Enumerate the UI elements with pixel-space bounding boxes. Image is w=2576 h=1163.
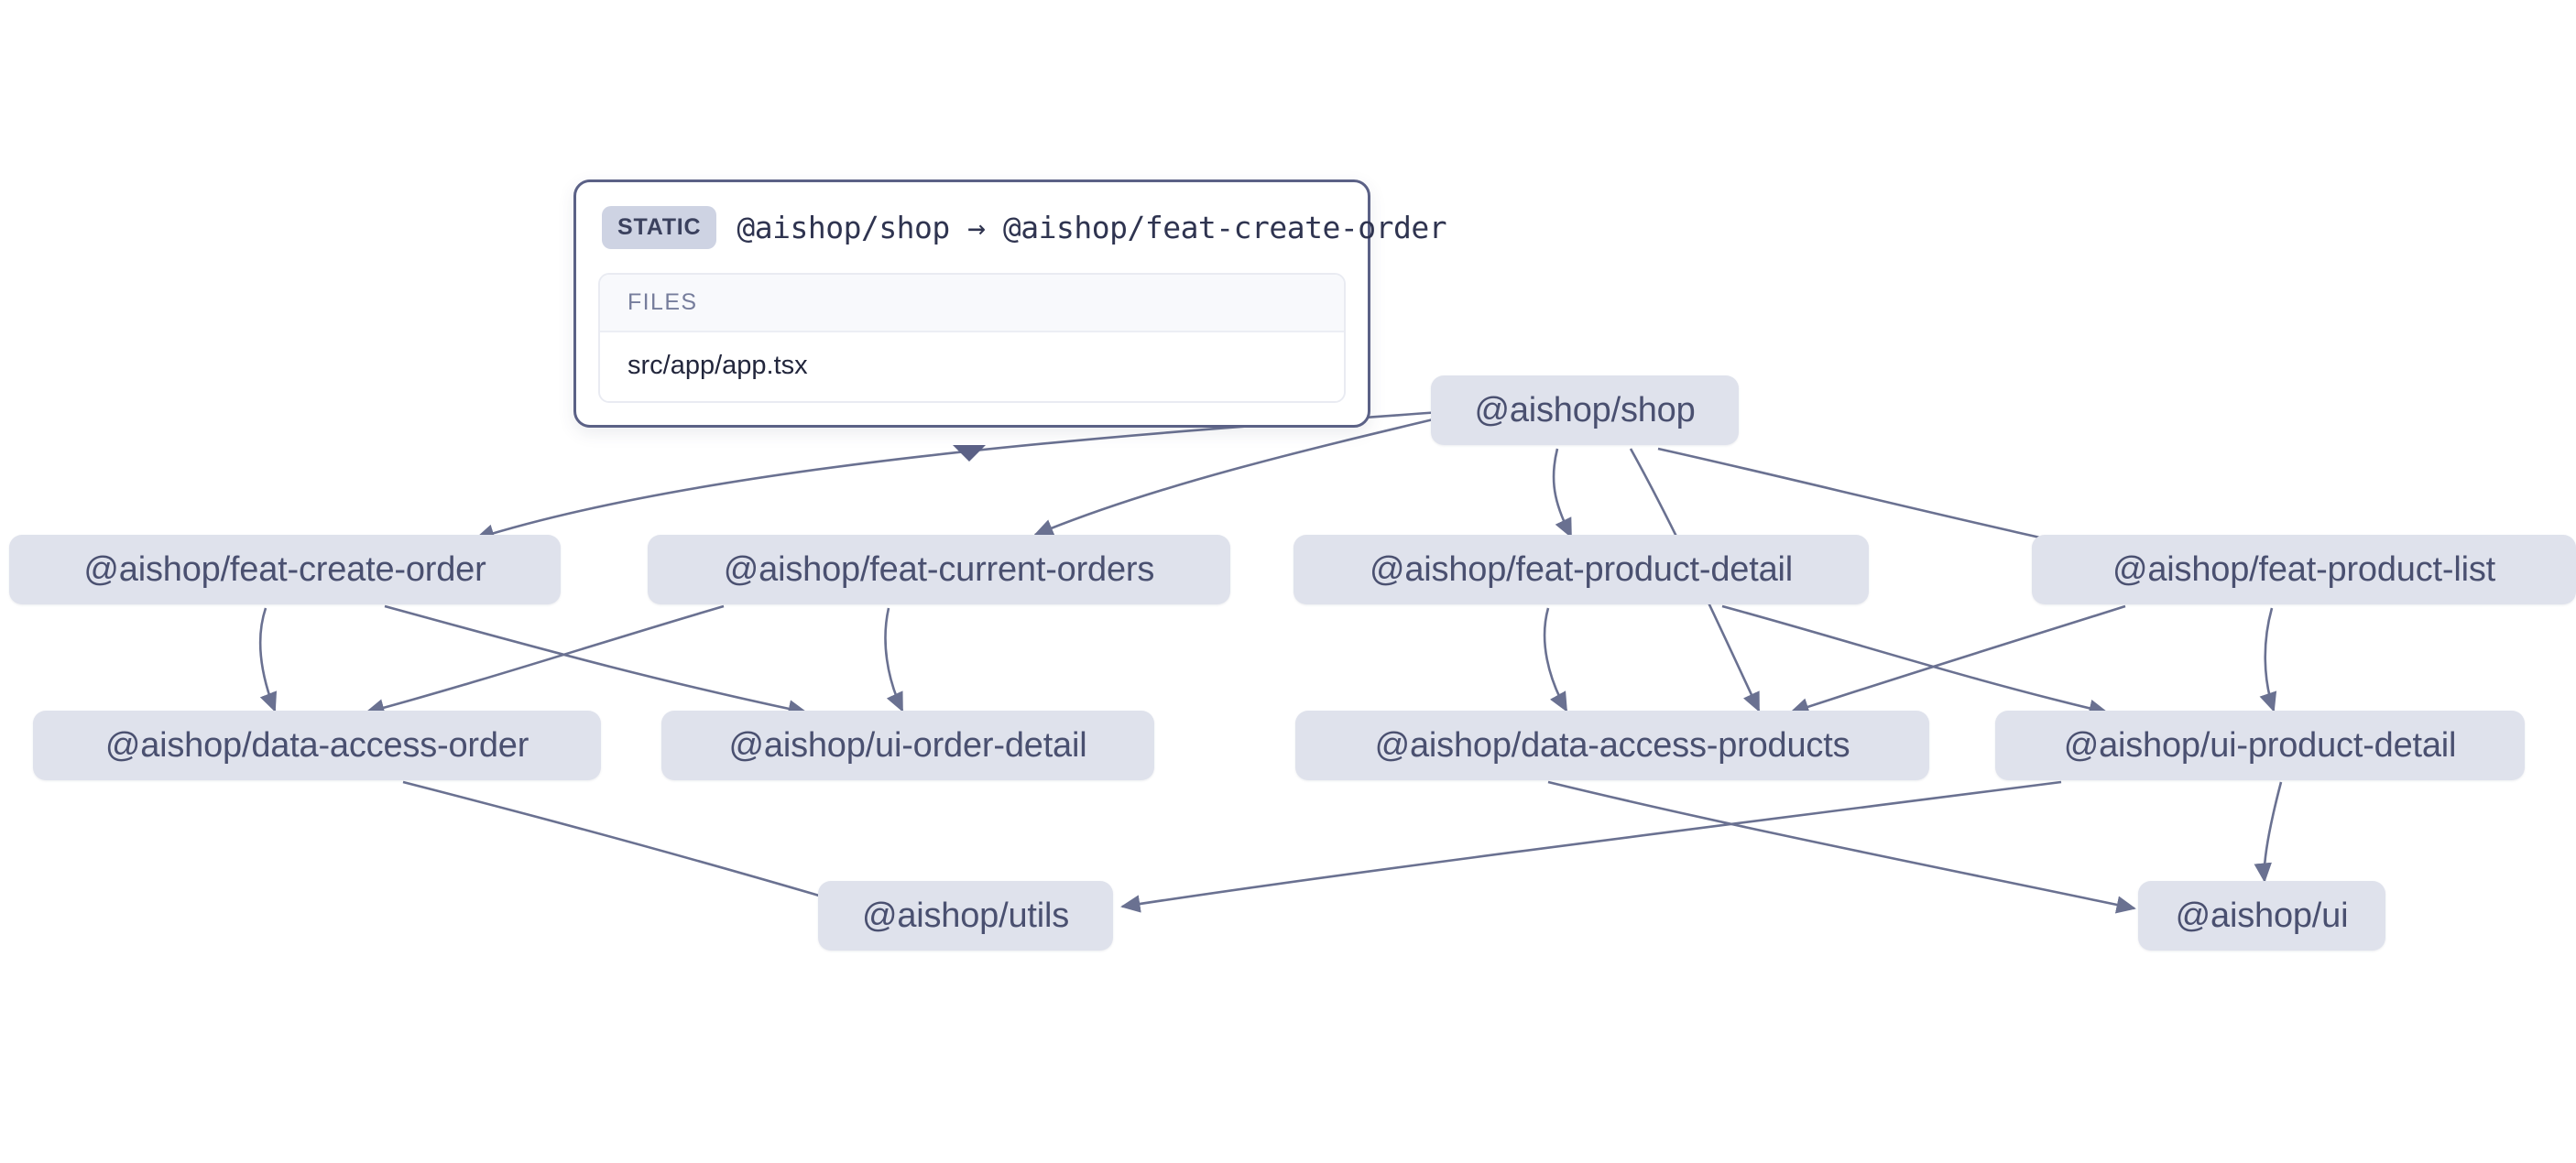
tooltip-header: STATIC @aishop/shop → @aishop/feat-creat… bbox=[598, 202, 1447, 256]
graph-edge-feat-current-orders-to-ui-order-detail[interactable] bbox=[884, 607, 904, 712]
graph-node-label: @aishop/feat-product-list bbox=[2112, 549, 2495, 589]
graph-node-ui[interactable]: @aishop/ui bbox=[2138, 881, 2385, 951]
graph-node-feat-product-detail[interactable]: @aishop/feat-product-detail bbox=[1293, 535, 1869, 604]
graph-edge-data-access-products-to-ui[interactable] bbox=[1547, 780, 2136, 914]
graph-node-label: @aishop/utils bbox=[861, 896, 1070, 935]
graph-node-utils[interactable]: @aishop/utils bbox=[818, 881, 1113, 951]
graph-node-feat-product-list[interactable]: @aishop/feat-product-list bbox=[2032, 535, 2576, 604]
graph-node-ui-product-detail[interactable]: @aishop/ui-product-detail bbox=[1995, 711, 2525, 780]
graph-node-ui-order-detail[interactable]: @aishop/ui-order-detail bbox=[661, 711, 1154, 780]
graph-edge-ui-product-detail-to-utils[interactable] bbox=[1120, 780, 2062, 913]
graph-edge-feat-product-detail-to-ui-product-detail[interactable] bbox=[1721, 604, 2109, 717]
graph-node-shop[interactable]: @aishop/shop bbox=[1431, 375, 1739, 445]
graph-edge-ui-product-detail-to-ui[interactable] bbox=[2254, 781, 2283, 883]
graph-node-data-access-products[interactable]: @aishop/data-access-products bbox=[1295, 711, 1929, 780]
graph-node-label: @aishop/data-access-order bbox=[104, 725, 529, 765]
graph-edge-feat-create-order-to-data-access-order[interactable] bbox=[258, 607, 278, 712]
graph-edge-shop-to-feat-current-orders[interactable] bbox=[1033, 412, 1457, 537]
graph-edge-feat-product-detail-to-data-access-products[interactable] bbox=[1543, 607, 1568, 712]
graph-node-label: @aishop/ui bbox=[2175, 896, 2349, 935]
graph-node-feat-current-orders[interactable]: @aishop/feat-current-orders bbox=[648, 535, 1230, 604]
status-badge: STATIC bbox=[602, 206, 717, 249]
tooltip-title: @aishop/shop → @aishop/feat-create-order bbox=[737, 210, 1447, 245]
graph-edge-feat-create-order-to-ui-order-detail[interactable] bbox=[384, 604, 808, 718]
files-list: src/app/app.tsx bbox=[600, 332, 1344, 401]
graph-edge-data-access-order-to-utils[interactable] bbox=[402, 780, 858, 910]
graph-node-label: @aishop/feat-current-orders bbox=[723, 549, 1155, 589]
file-row: src/app/app.tsx bbox=[600, 332, 1344, 401]
graph-node-label: @aishop/ui-order-detail bbox=[728, 725, 1087, 765]
edge-detail-tooltip[interactable]: STATIC @aishop/shop → @aishop/feat-creat… bbox=[573, 179, 1447, 428]
graph-node-label: @aishop/data-access-products bbox=[1374, 725, 1850, 765]
graph-edge-feat-current-orders-to-data-access-order[interactable] bbox=[365, 604, 725, 717]
graph-node-label: @aishop/ui-product-detail bbox=[2063, 725, 2457, 765]
graph-edge-shop-to-feat-create-order[interactable] bbox=[475, 408, 1467, 542]
graph-node-data-access-order[interactable]: @aishop/data-access-order bbox=[33, 711, 601, 780]
tooltip-pointer-icon bbox=[953, 445, 986, 462]
graph-edges bbox=[258, 408, 2283, 914]
graph-edge-feat-product-list-to-ui-product-detail[interactable] bbox=[2259, 607, 2277, 712]
files-section-label: FILES bbox=[600, 275, 1344, 332]
graph-edge-shop-to-feat-product-detail[interactable] bbox=[1552, 448, 1573, 538]
graph-node-label: @aishop/shop bbox=[1474, 390, 1696, 429]
graph-edge-feat-product-list-to-data-access-products[interactable] bbox=[1789, 604, 2126, 716]
files-panel: FILES src/app/app.tsx bbox=[598, 273, 1346, 403]
graph-node-label: @aishop/feat-create-order bbox=[83, 549, 486, 589]
graph-node-feat-create-order[interactable]: @aishop/feat-create-order bbox=[9, 535, 561, 604]
graph-node-label: @aishop/feat-product-detail bbox=[1370, 549, 1793, 589]
